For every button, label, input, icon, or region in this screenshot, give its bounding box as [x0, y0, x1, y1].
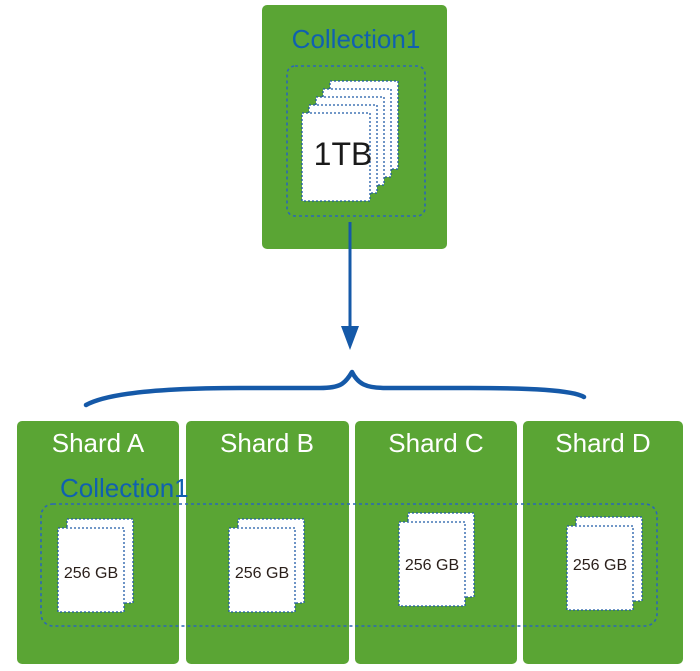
source-document-stack-icon [301, 80, 399, 202]
source-collection-label: Collection1 [292, 24, 421, 54]
shard-b-size-label: 256 GB [235, 565, 289, 582]
shard-c-title: Shard C [388, 428, 483, 458]
shards-brace [83, 369, 587, 408]
split-arrow [341, 222, 359, 350]
shard-c-size-label: 256 GB [405, 557, 459, 574]
shard-b-title: Shard B [220, 428, 314, 458]
target-collection-boundary [40, 503, 658, 627]
source-size-label: 1TB [314, 136, 373, 172]
shard-b-document-icon [228, 518, 305, 613]
shard-d-title: Shard D [555, 428, 650, 458]
shard-c-document-icon [398, 512, 475, 607]
shard-a-document-icon [57, 518, 134, 613]
shard-d-document-icon [566, 516, 643, 611]
shard-a-title: Shard A [52, 428, 145, 458]
source-collection-boundary [286, 65, 426, 217]
shard-a-size-label: 256 GB [64, 565, 118, 582]
split-arrow-head [341, 326, 359, 350]
shard-d-size-label: 256 GB [573, 557, 627, 574]
target-collection-label: Collection1 [60, 473, 189, 503]
source-collection-panel: Collection1 1TB [262, 5, 447, 249]
